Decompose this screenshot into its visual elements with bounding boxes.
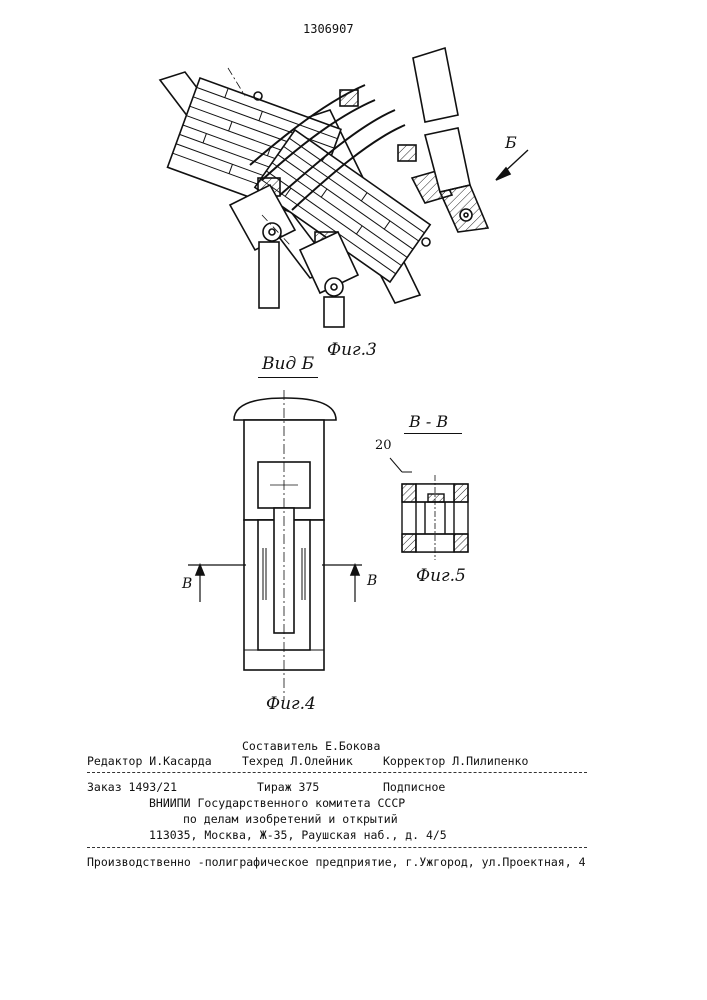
org-line-2: по делам изобретений и открытий [183, 812, 398, 826]
subscription-line: Подписное [383, 780, 445, 794]
separator-rule-2 [87, 847, 587, 848]
compiler-line: Составитель Е.Бокова [242, 739, 380, 753]
editor-line: Редактор И.Касарда [87, 754, 212, 768]
corrector-line: Корректор Л.Пилипенко [383, 754, 528, 768]
circulation-line: Тираж 375 [257, 780, 319, 794]
printer-line: Производственно -полиграфическое предпри… [87, 855, 586, 869]
address-line: 113035, Москва, Ж-35, Раушская наб., д. … [149, 828, 447, 842]
order-line: Заказ 1493/21 [87, 780, 177, 794]
techred-line: Техред Л.Олейник [242, 754, 353, 768]
org-line-1: ВНИИПИ Государственного комитета СССР [149, 796, 405, 810]
fig5-caption: Фиг.5 [416, 566, 466, 586]
separator-rule-1 [87, 772, 587, 773]
